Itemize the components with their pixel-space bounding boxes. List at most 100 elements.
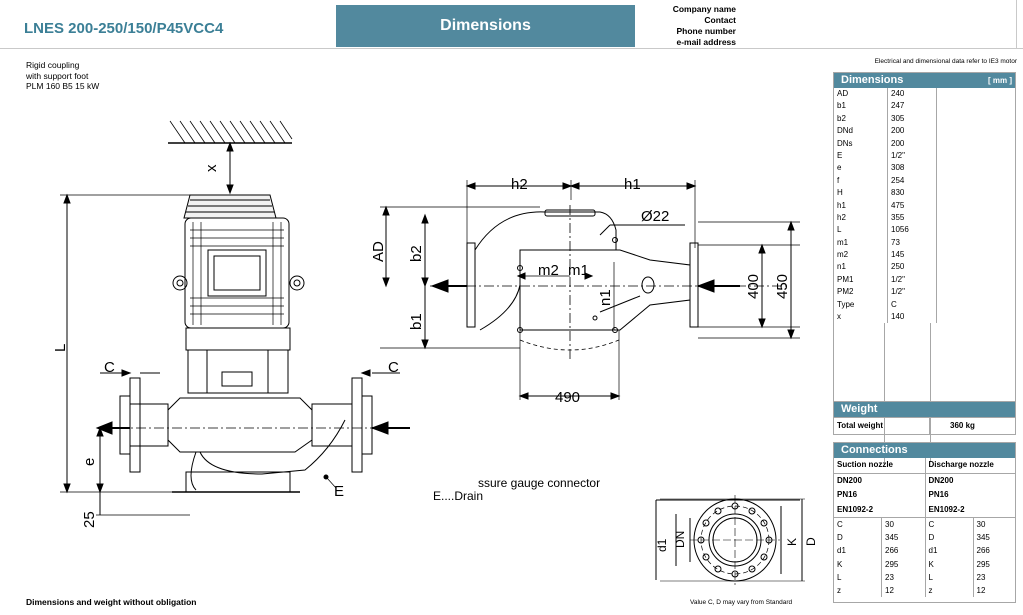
dimension-empty-cell — [937, 138, 1015, 150]
dimension-key: E — [834, 149, 888, 163]
dimension-empty-cell — [937, 249, 1015, 261]
header-divider — [0, 48, 1023, 49]
label-h2: h2 — [511, 176, 528, 193]
dimension-value: 254 — [888, 174, 937, 188]
dimension-value: 355 — [888, 211, 937, 225]
dimension-key: n1 — [834, 261, 888, 274]
connection-key: z — [834, 583, 882, 598]
dimension-empty-cell — [937, 200, 1015, 212]
dimension-value: 200 — [888, 137, 937, 150]
company-info: Company name Contact Phone number e-mail… — [640, 4, 736, 48]
discharge-standard: EN1092-2 — [925, 503, 1015, 518]
dimension-empty-cell — [937, 261, 1015, 273]
configuration-description: Rigid coupling with support foot PLM 160… — [26, 60, 99, 92]
dimension-key: b2 — [834, 112, 888, 126]
header-right-edge — [1016, 0, 1017, 48]
dimension-value: 1056 — [888, 224, 937, 237]
label-m1: m1 — [568, 262, 589, 279]
dimension-empty-cell — [937, 311, 1015, 323]
suction-nozzle-header: Suction nozzle — [834, 458, 925, 474]
label-490: 490 — [555, 389, 580, 406]
dimension-key: h1 — [834, 199, 888, 212]
dimension-value: 1/2" — [888, 273, 937, 287]
dimension-value: 240 — [888, 88, 937, 101]
dimension-empty-cell — [937, 175, 1015, 187]
total-weight-label: Total weight — [834, 418, 930, 434]
connection-value: 345 — [976, 533, 990, 543]
company-contact: Contact — [704, 15, 736, 25]
dimension-key: Type — [834, 298, 888, 312]
label-25: 25 — [81, 511, 98, 528]
dimension-key: DNd — [834, 125, 888, 138]
label-400: 400 — [745, 274, 762, 299]
connection-key: D — [926, 531, 974, 545]
suction-standard: EN1092-2 — [834, 503, 925, 518]
suction-pn: PN16 — [837, 490, 858, 499]
dimension-empty-cell — [937, 162, 1015, 174]
dimension-key: h2 — [834, 211, 888, 225]
dimensions-table-header: Dimensions [ mm ] — [834, 73, 1015, 88]
dimension-empty-cell — [937, 187, 1015, 199]
dimension-key: m2 — [834, 249, 888, 262]
connections-table: Connections Suction nozzle DN200 PN16 EN… — [833, 442, 1016, 603]
weight-table-title: Weight — [834, 402, 1015, 417]
front-view: x L C C e E 25 — [52, 120, 410, 528]
dimension-value: 1/2" — [888, 149, 937, 163]
footer-disclaimer: Dimensions and weight without obligation — [26, 597, 197, 607]
connection-key: C — [834, 518, 882, 532]
label-b2: b2 — [408, 245, 425, 262]
connection-key: d1 — [926, 544, 974, 558]
dimension-key: L — [834, 224, 888, 237]
label-K: K — [785, 538, 799, 546]
connection-value: 30 — [976, 520, 986, 529]
dimension-key: H — [834, 187, 888, 200]
dimensions-unit: [ mm ] — [988, 76, 1012, 85]
dimension-value: 250 — [888, 261, 937, 274]
dimension-key: f — [834, 174, 888, 188]
dimension-empty-cell — [937, 100, 1015, 112]
dimension-value: 305 — [888, 112, 937, 126]
product-title: LNES 200-250/150/P45VCC4 — [24, 20, 224, 37]
dimension-key: m1 — [834, 236, 888, 250]
side-view: h2 h1 Ø22 AD b2 b1 m2 m1 n1 400 450 490 … — [370, 176, 800, 503]
ie3-note: Electrical and dimensional data refer to… — [874, 58, 1017, 65]
label-d1: d1 — [655, 538, 669, 552]
dimension-key: x — [834, 311, 888, 324]
dimension-empty-cell — [937, 237, 1015, 249]
dimension-empty-cell — [937, 150, 1015, 162]
dimension-value: 73 — [888, 236, 937, 250]
dimension-empty-cell — [937, 113, 1015, 125]
connection-value: 345 — [885, 533, 899, 543]
dimension-value: 830 — [888, 187, 937, 200]
connection-value: 12 — [976, 585, 986, 595]
flange-view: d1 DN K D — [655, 495, 818, 585]
company-phone: Phone number — [676, 26, 736, 36]
label-diameter-22: Ø22 — [641, 208, 669, 225]
label-n1: n1 — [597, 289, 614, 306]
dimension-value: C — [888, 298, 937, 312]
